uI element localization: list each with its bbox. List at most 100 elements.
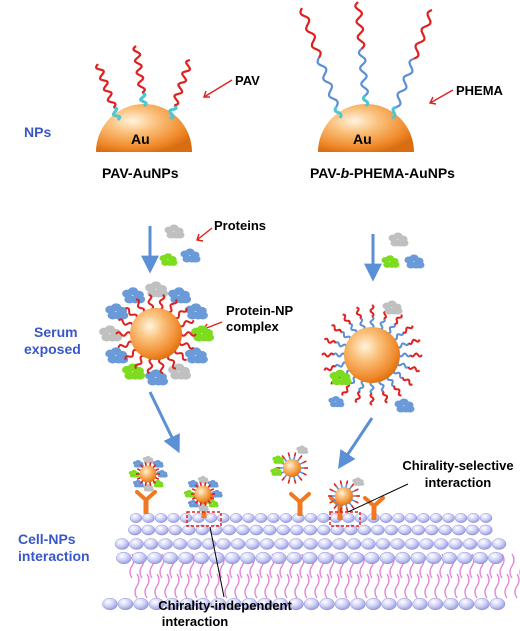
pav-aunp-top (94, 45, 192, 152)
protein (132, 459, 144, 468)
protein (122, 287, 146, 304)
row-label-serum-1: Serum (34, 324, 78, 340)
gold-core (344, 327, 400, 383)
protein (329, 369, 352, 386)
phema-chain (316, 56, 339, 108)
protein (145, 281, 169, 298)
selective-interaction-box (329, 511, 361, 527)
phema-chain (357, 48, 370, 97)
protein (99, 325, 123, 342)
row-label-cell-2: interaction (18, 548, 90, 564)
np2-name: PAV-b-PHEMA-AuNPs (310, 165, 455, 181)
protein (142, 455, 154, 464)
nanoparticle (115, 293, 197, 375)
cell-membrane (102, 513, 520, 611)
small-np (270, 445, 309, 484)
gold-core (130, 308, 182, 360)
protein (404, 254, 425, 269)
protein (207, 479, 219, 488)
protein (394, 398, 415, 413)
protein (197, 475, 209, 484)
linker-segment (391, 105, 397, 120)
complex-pointer-arrow (203, 321, 223, 330)
protein (145, 369, 169, 386)
small-np (328, 480, 360, 512)
small-complex (128, 455, 168, 492)
receptor (363, 496, 385, 520)
pav-chain (132, 45, 146, 94)
small-complex (183, 475, 223, 512)
protein (187, 479, 199, 488)
free-proteins-left (159, 224, 201, 266)
complex-label-1: Protein-NP (226, 303, 294, 318)
row-label-cell-1: Cell-NPs (18, 531, 76, 547)
row-label-serum-2: exposed (24, 341, 81, 357)
complex-label-2: complex (226, 319, 279, 334)
independent-label-2: interaction (161, 614, 229, 629)
protein (211, 489, 223, 498)
protein (122, 363, 146, 380)
pav-chain (173, 58, 192, 107)
independent-label-1: Chirality-independent (158, 598, 292, 613)
selective-label-2: interaction (424, 475, 492, 490)
protein (159, 253, 178, 266)
core-label-right: Au (353, 131, 372, 147)
protein (180, 248, 201, 263)
protein (352, 477, 365, 486)
proteins-label: Proteins (214, 218, 267, 233)
protein (168, 287, 192, 304)
protein-np-complex-right (321, 300, 423, 413)
protein (187, 499, 199, 508)
protein-np-complex-left (99, 281, 215, 386)
protein (105, 303, 129, 320)
pav-chain (354, 1, 366, 50)
protein (184, 347, 208, 364)
linker-segment (333, 106, 343, 119)
pav-chain (94, 63, 117, 109)
protein (168, 363, 192, 380)
receptor (135, 490, 157, 514)
selective-label-1: Chirality-selective (402, 458, 514, 473)
protein (191, 325, 215, 342)
np1-name: PAV-AuNPs (102, 165, 179, 181)
protein (382, 300, 403, 315)
protein (184, 303, 208, 320)
protein (272, 455, 285, 464)
protein (270, 467, 283, 476)
protein (197, 503, 209, 512)
protein (164, 224, 185, 239)
selective-callout-line (347, 483, 409, 513)
protein (381, 255, 400, 268)
pav-pointer-arrow (203, 79, 233, 98)
diag-arrow-left (148, 391, 180, 454)
phema-label: PHEMA (456, 83, 503, 98)
protein (328, 396, 345, 408)
protein (296, 445, 309, 454)
bound-nanoparticles (128, 445, 385, 520)
free-proteins-right (381, 232, 425, 269)
pav-label: PAV (235, 73, 260, 88)
proteins-pointer-arrow (196, 227, 213, 241)
core-label-left: Au (131, 131, 150, 147)
nanoparticle (321, 304, 423, 406)
row-label-nps: NPs (24, 124, 52, 140)
pav-b-phema-aunp-top (299, 1, 433, 152)
protein (142, 483, 154, 492)
independent-callout-line (209, 526, 225, 598)
pav-chain (299, 7, 322, 59)
linker-segment (361, 94, 370, 108)
protein (388, 232, 409, 247)
linker-segment (111, 106, 122, 121)
independent-interaction-box (186, 511, 222, 527)
protein (105, 347, 129, 364)
linker-segment (138, 91, 148, 108)
pav-chains (94, 45, 192, 121)
pav-phema-chains (299, 1, 433, 120)
phema-chain (395, 57, 415, 109)
linker-segment (168, 104, 178, 120)
phema-pointer-arrow (429, 89, 454, 104)
receptor (289, 492, 311, 516)
pav-chain (413, 8, 433, 60)
